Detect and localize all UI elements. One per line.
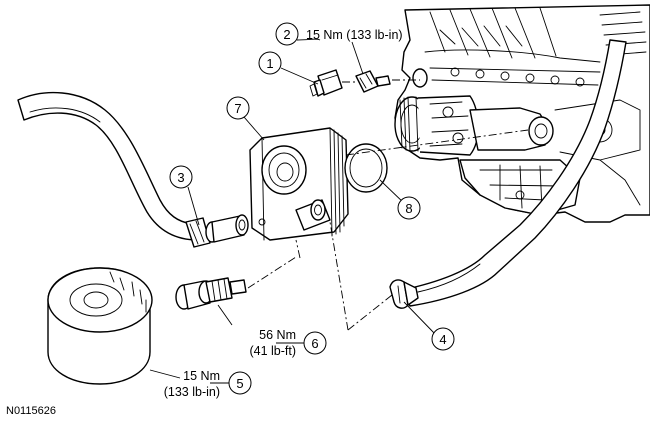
coolant-hose-right [389,39,627,309]
engine-assembly [394,4,650,223]
callout-2: 2 15 Nm (133 lb-in) [275,22,403,46]
callout-8: 8 [397,196,421,220]
coolant-hose-left [17,91,249,248]
svg-text:6: 6 [311,336,318,351]
callout-5: 5 15 Nm (133 lb-in) [164,369,252,399]
torque-spec-5-nm: 15 Nm [183,369,220,383]
torque-spec-2: 15 Nm (133 lb-in) [306,28,403,42]
svg-text:5: 5 [236,376,243,391]
callout-1: 1 [258,51,282,75]
torque-spec-6-nm: 56 Nm [259,328,296,342]
callout-4: 4 [431,327,455,351]
svg-text:2: 2 [283,27,290,42]
svg-text:4: 4 [439,332,446,347]
svg-text:3: 3 [177,170,184,185]
callout-3: 3 [169,165,193,189]
torque-spec-5-lbin: (133 lb-in) [164,385,220,399]
gasket-seal [344,143,388,193]
leader-lines [149,38,437,384]
callout-6: 6 56 Nm (41 lb-ft) [249,328,327,358]
oil-filter [47,267,153,385]
filter-adapter-stud [175,277,247,310]
sensor-connector-assembly [309,69,391,97]
torque-spec-6-lbft: (41 lb-ft) [249,344,296,358]
svg-text:1: 1 [266,56,273,71]
callout-7: 7 [226,96,250,120]
figure-id: N0115626 [6,405,56,417]
svg-text:7: 7 [234,101,241,116]
assembly-center-lines [247,79,529,331]
svg-text:8: 8 [405,201,412,216]
oil-cooler [249,127,349,241]
